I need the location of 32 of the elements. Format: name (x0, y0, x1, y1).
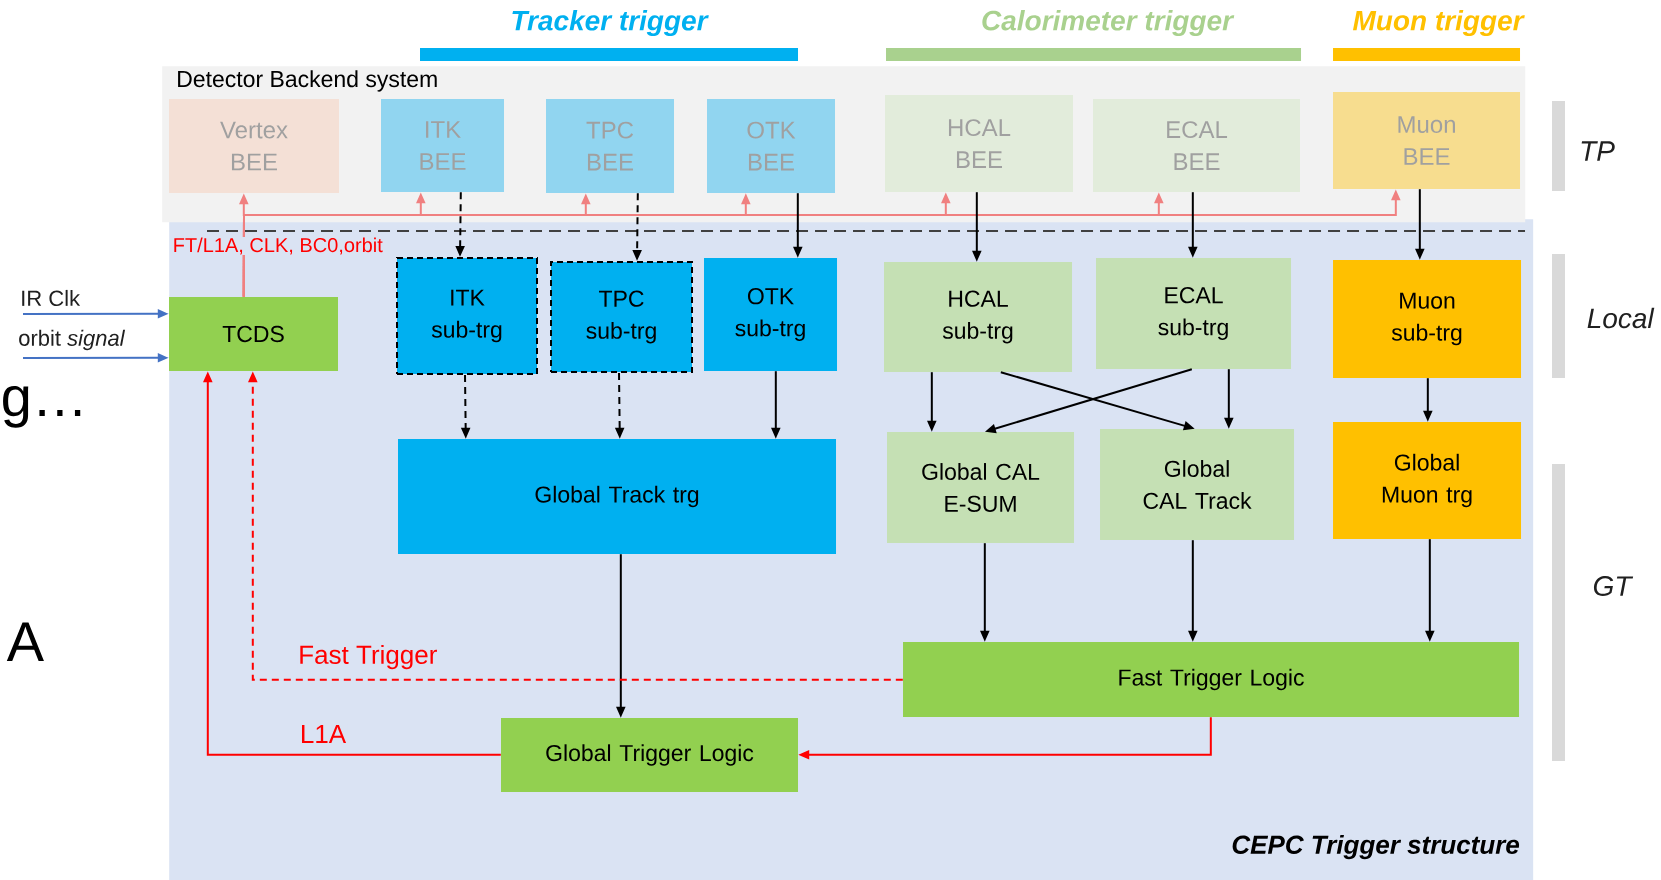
process-box: Global Muon trg (1333, 422, 1521, 539)
process-box: ECAL sub-trg (1096, 258, 1291, 369)
edge-label: Fast Trigger (297, 643, 439, 671)
edge-label: orbit signal (17, 328, 127, 352)
process-box: Global CAL E-SUM (887, 432, 1074, 543)
module-box: HCAL BEE (885, 95, 1073, 192)
process-box: ITK sub-trg (396, 257, 538, 375)
process-box: Muon sub-trg (1333, 260, 1521, 378)
module-box: Muon BEE (1333, 92, 1520, 189)
module-box: TPC BEE (546, 99, 674, 193)
heading: Calorimeter trigger (982, 9, 1235, 37)
heading: Tracker trigger (512, 9, 709, 37)
process-box: TCDS (169, 297, 338, 371)
level-label: TP (1581, 141, 1615, 161)
process-box: Fast Trigger Logic (903, 642, 1519, 717)
process-box: HCAL sub-trg (884, 262, 1072, 372)
process-box: OTK sub-trg (704, 258, 837, 371)
module-box: OTK BEE (707, 99, 835, 193)
level-label: Local (1587, 307, 1655, 329)
process-box: Global CAL Track (1100, 429, 1294, 540)
level-label: GT (1593, 576, 1634, 596)
text-fragment: A (6, 622, 44, 661)
process-box: Global Track trg (398, 439, 836, 554)
text-fragment: g… (3, 385, 81, 428)
process-box: TPC sub-trg (550, 261, 693, 373)
module-box: Vertex BEE (169, 99, 339, 193)
heading: Muon trigger (1352, 9, 1525, 37)
process-box: Global Trigger Logic (501, 718, 798, 792)
module-box: ITK BEE (381, 99, 504, 192)
edge-label: IR Clk (19, 288, 82, 308)
edge-label: L1A (298, 724, 348, 744)
module-box: ECAL BEE (1093, 99, 1300, 192)
